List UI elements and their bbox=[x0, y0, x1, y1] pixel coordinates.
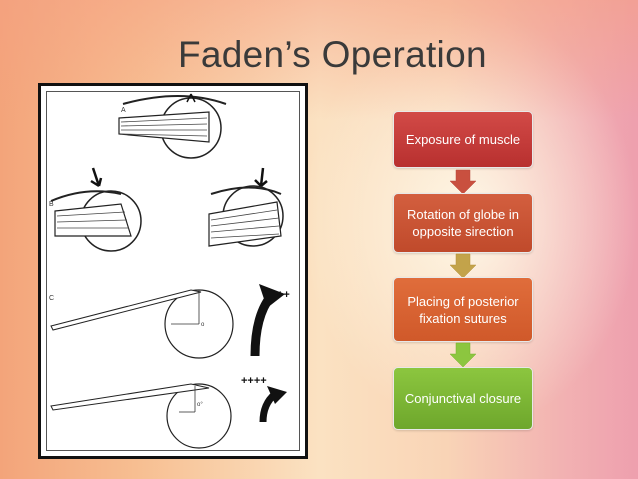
faden-illustration-figure: A B bbox=[38, 83, 308, 459]
flow-step-label: Conjunctival closure bbox=[404, 391, 522, 406]
flow-step-closure: Conjunctival closure bbox=[393, 367, 533, 430]
flow-step-rotation: Rotation of globe in opposite sirection bbox=[393, 193, 533, 253]
panel-label-b: B bbox=[49, 201, 54, 208]
flow-step-sutures: Placing of posterior fixation sutures bbox=[393, 277, 533, 342]
angle-label-upper: o bbox=[201, 322, 205, 328]
eye-b-right bbox=[208, 167, 284, 247]
flow-arrow-down-icon bbox=[449, 252, 477, 280]
flow-step-label: Rotation of globe in opposite sirection bbox=[406, 207, 520, 239]
marker-plus-four: ++++ bbox=[241, 375, 267, 387]
flow-arrow-down-icon bbox=[449, 341, 477, 369]
angle-label-lower: o° bbox=[197, 402, 203, 408]
panel-label-c: C bbox=[49, 295, 54, 302]
eye-c-lower: o° bbox=[50, 383, 232, 449]
eye-a bbox=[118, 93, 227, 159]
flow-arrow-down-icon bbox=[449, 168, 477, 196]
panel-label-a: A bbox=[121, 107, 126, 114]
marker-plus-two: ++ bbox=[277, 289, 290, 301]
flow-step-exposure: Exposure of muscle bbox=[393, 111, 533, 168]
eye-c-upper: o bbox=[50, 289, 234, 359]
flow-step-label: Placing of posterior fixation sutures bbox=[407, 293, 519, 326]
slide-title: Faden’s Operation bbox=[178, 34, 487, 75]
flow-step-label: Exposure of muscle bbox=[405, 132, 521, 147]
eye-diagrams: A B bbox=[49, 93, 290, 449]
small-curved-arrow-icon bbox=[259, 386, 287, 423]
large-curved-arrow-icon bbox=[250, 284, 285, 357]
eye-b-left bbox=[50, 167, 142, 252]
